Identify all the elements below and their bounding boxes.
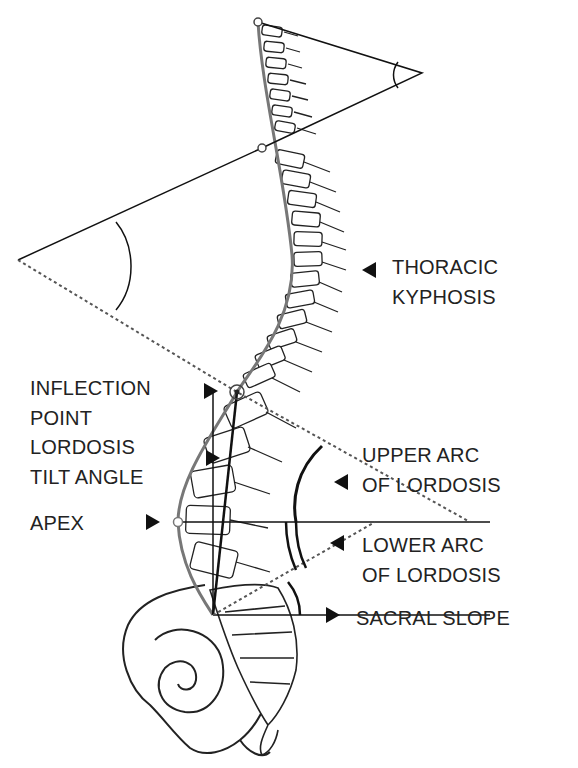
- callout-label: SACRAL SLOPE: [356, 603, 566, 633]
- callout-label: LOWER ARC OF LORDOSIS: [362, 530, 507, 590]
- dotted-lines: [18, 260, 470, 615]
- pointer-arrows: [146, 262, 376, 623]
- callout-label: INFLECTION POINT: [30, 373, 180, 433]
- points: [174, 18, 267, 527]
- callout-label: UPPER ARC OF LORDOSIS: [362, 440, 507, 500]
- angle-lines: [18, 22, 490, 615]
- angle-arcs: [286, 446, 322, 615]
- vertebrae: [186, 25, 323, 579]
- callout-label: THORACIC KYPHOSIS: [392, 252, 542, 312]
- spine-outline: [178, 22, 292, 615]
- sacrum: [210, 585, 297, 755]
- callout-label: APEX: [30, 508, 150, 538]
- callout-label: LORDOSIS TILT ANGLE: [30, 432, 155, 492]
